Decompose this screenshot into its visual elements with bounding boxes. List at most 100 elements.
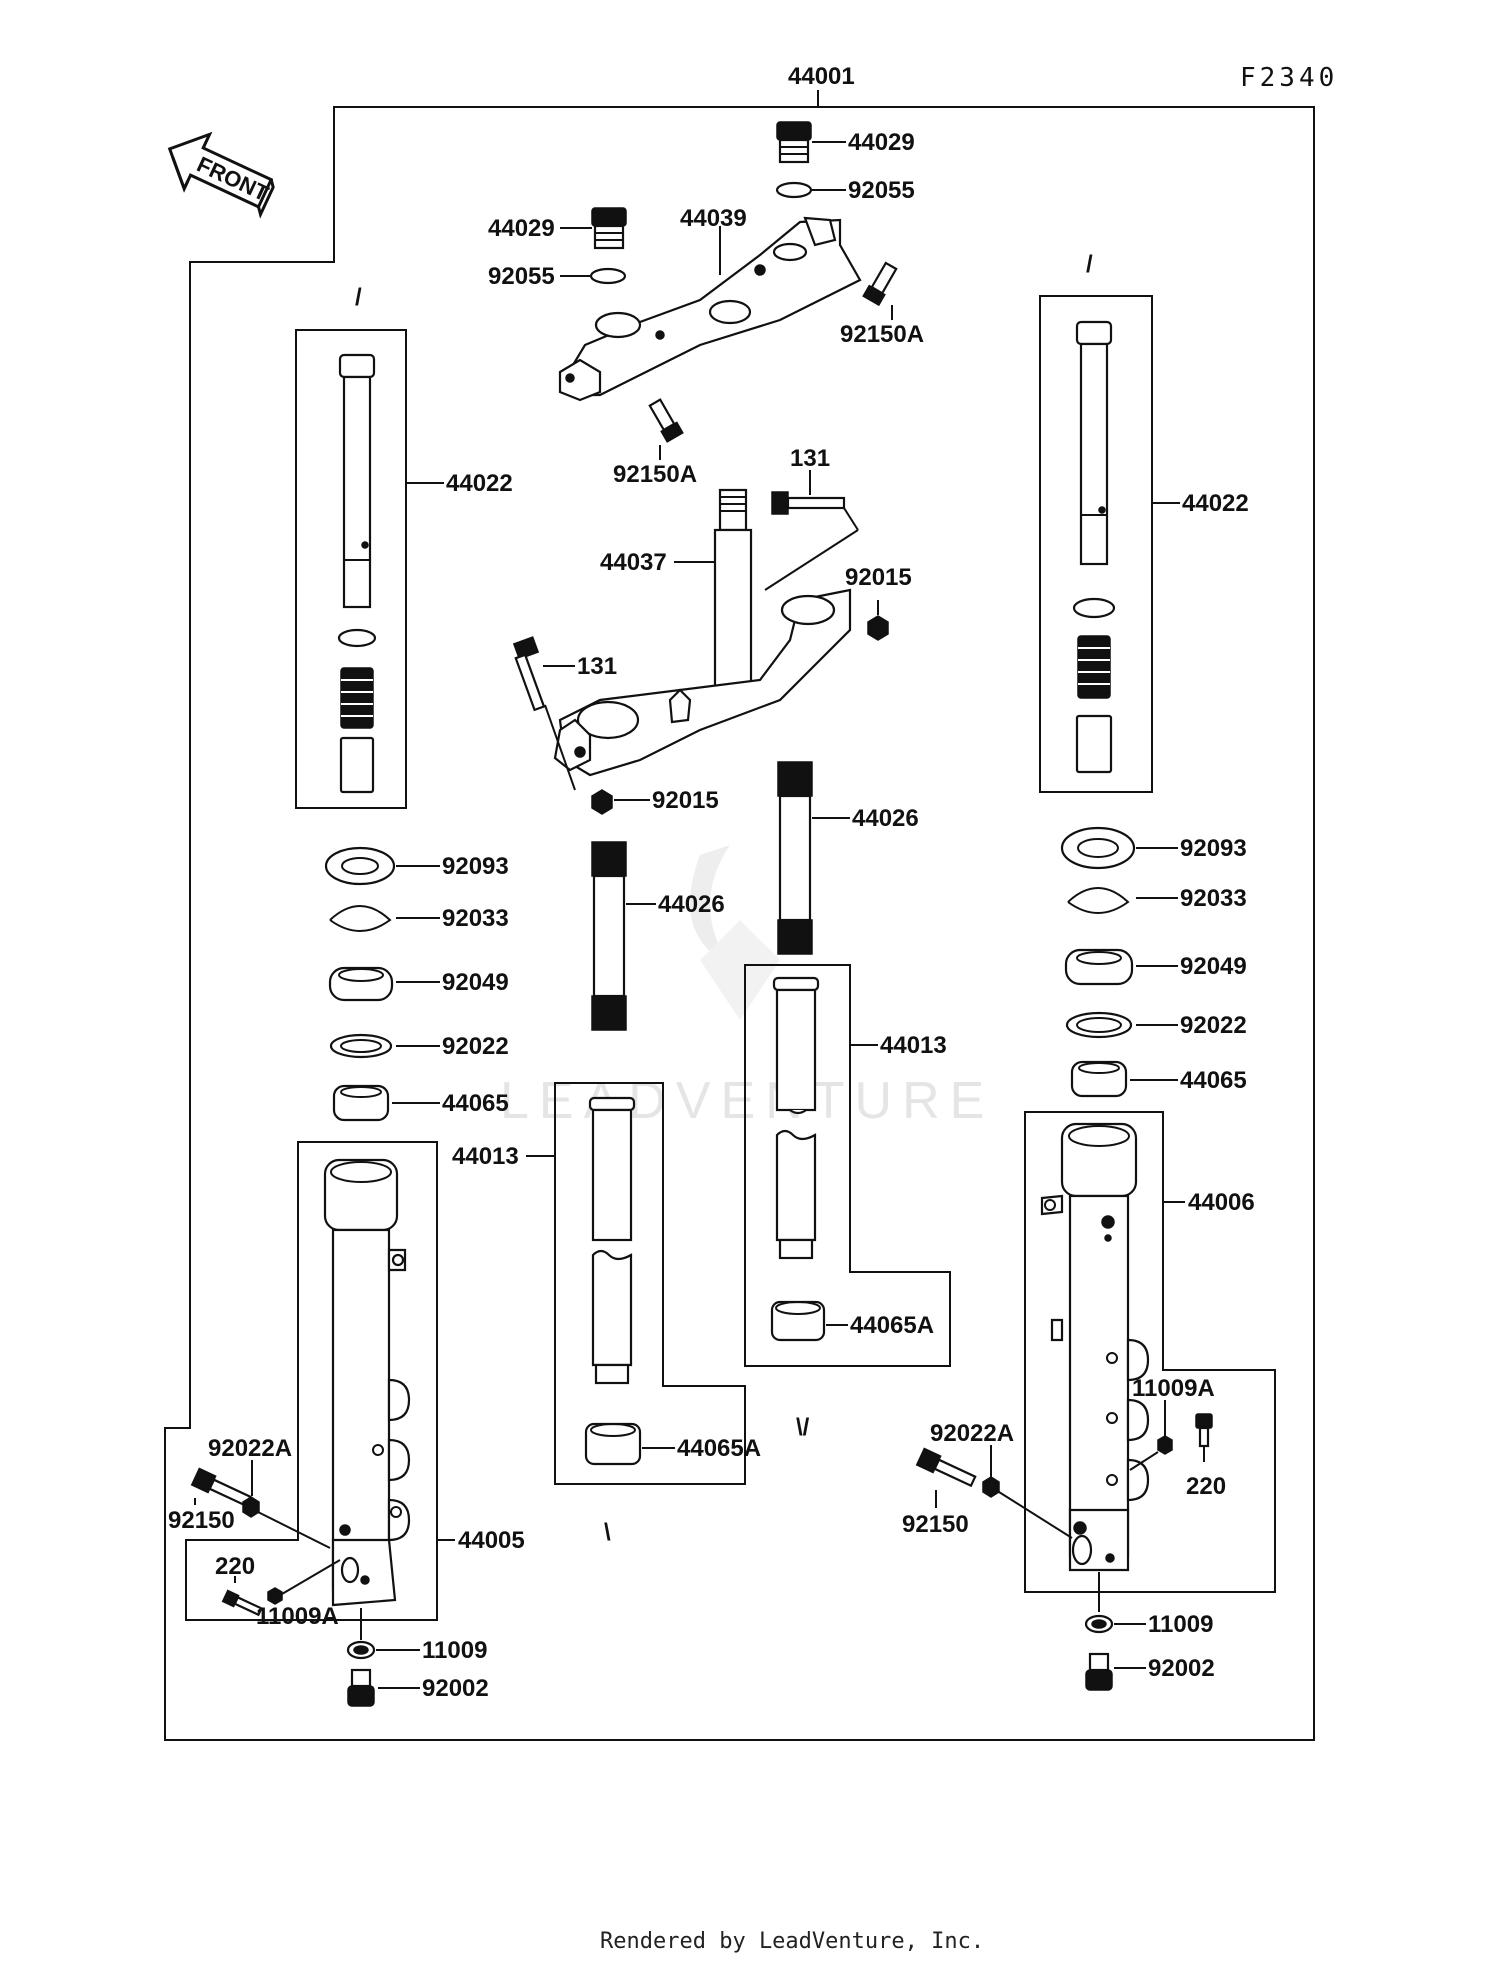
front-label: FRONT (193, 152, 273, 207)
label-92022-left: 92022 (442, 1033, 509, 1060)
label-44005: 44005 (458, 1527, 525, 1554)
label-92002-left: 92002 (422, 1675, 489, 1702)
label-44013-left: 44013 (452, 1143, 519, 1170)
label-44065-left: 44065 (442, 1090, 509, 1117)
fork-tube-right-icon (1072, 320, 1116, 774)
clamp-bolt-icon (512, 636, 576, 791)
label-11009A-left: 11009A (256, 1603, 339, 1630)
gasket-right-bottom-icon (1157, 1435, 1173, 1455)
watermark-logo (690, 845, 780, 1020)
mark-center-2: \ (604, 1519, 611, 1546)
drain-bolt-left-icon (347, 1668, 375, 1707)
label-11009-left: 11009 (422, 1637, 487, 1664)
box-right-outer (1024, 1111, 1276, 1593)
label-92022A-left: 92022A (208, 1435, 292, 1462)
box-right-tube (1039, 295, 1153, 793)
bolt-upper-right-icon (862, 261, 898, 307)
lower-bracket-icon (553, 588, 852, 777)
circlip-left-icon (329, 905, 392, 932)
label-92093-right: 92093 (1180, 835, 1247, 862)
mark-right-tube: / (1086, 251, 1093, 278)
bolt-right-bottom-icon (915, 1447, 977, 1488)
label-44026-left: 44026 (658, 891, 725, 918)
label-92022A-right: 92022A (930, 1420, 1014, 1447)
washer-left-bottom-icon (242, 1496, 260, 1518)
label-44006: 44006 (1188, 1189, 1255, 1216)
ring-right-icon (1065, 1011, 1133, 1039)
label-44022-right: 44022 (1182, 490, 1249, 517)
label-44065A-center: 44065A (850, 1312, 934, 1339)
piece-left-icon (584, 1422, 642, 1466)
steering-stem-icon (713, 488, 753, 692)
cylinder-left-icon (588, 1096, 636, 1385)
box-left-cylinder (554, 1082, 746, 1485)
mark-left-tube: / (355, 284, 362, 311)
assembly-boundary (164, 106, 1315, 1741)
stem-bolt-icon (764, 491, 859, 591)
mark-center-1: \/ (796, 1414, 810, 1441)
bolt-upper-left-icon (648, 398, 684, 443)
label-44001: 44001 (788, 63, 855, 90)
label-92150A-upper-right: 92150A (840, 321, 924, 348)
diagram-code: F2340 (1240, 63, 1338, 93)
outer-tube-right-icon (1040, 1122, 1150, 1572)
box-left-tube (295, 329, 407, 809)
box-center-cylinder (744, 964, 951, 1367)
front-arrow-icon: FRONT (167, 131, 275, 219)
piece-center-icon (770, 1300, 826, 1342)
label-92150-left: 92150 (168, 1507, 235, 1534)
fork-tube-left-icon (337, 353, 377, 794)
oil-seal-left-icon (324, 846, 396, 886)
label-92015-right: 92015 (845, 564, 912, 591)
label-92002-right: 92002 (1148, 1655, 1215, 1682)
label-131-lower: 131 (577, 653, 617, 680)
label-44029-top: 44029 (848, 129, 915, 156)
oring-top-icon (775, 181, 813, 199)
watermark: LEADVENTURE (500, 1072, 994, 1130)
label-92049-left: 92049 (442, 969, 509, 996)
spring-center-icon (777, 761, 813, 955)
cap-left-icon (591, 207, 627, 250)
spring-left-icon (591, 841, 627, 1031)
nut-right-icon (867, 615, 889, 641)
label-11009-right: 11009 (1148, 1611, 1213, 1638)
label-92022-right: 92022 (1180, 1012, 1247, 1039)
cap-top-icon (776, 121, 812, 164)
nut-left-icon (591, 789, 613, 815)
washer-right-icon (1064, 948, 1134, 986)
label-92015-left: 92015 (652, 787, 719, 814)
label-92055-top: 92055 (848, 177, 915, 204)
label-92033-left: 92033 (442, 905, 509, 932)
bolt-left-bottom-icon (190, 1467, 252, 1508)
footer-credit: Rendered by LeadVenture, Inc. (600, 1929, 984, 1954)
label-11009A-right: 11009A (1132, 1375, 1215, 1402)
label-92150-right: 92150 (902, 1511, 969, 1538)
ring-left-icon (329, 1033, 393, 1059)
label-44065-right: 44065 (1180, 1067, 1247, 1094)
label-44026-center: 44026 (852, 805, 919, 832)
washer-right-bottom-icon (982, 1476, 1000, 1498)
drain-bolt-right-icon (1085, 1652, 1113, 1691)
label-44029-left: 44029 (488, 215, 555, 242)
gasket-left-bottom-icon (267, 1587, 283, 1605)
label-92093-left: 92093 (442, 853, 509, 880)
oil-seal-right-icon (1060, 826, 1136, 870)
label-92033-right: 92033 (1180, 885, 1247, 912)
label-92150A-upper-left: 92150A (613, 461, 697, 488)
oring-left-icon (589, 267, 627, 285)
label-44065A-left: 44065A (677, 1435, 761, 1462)
box-left-outer (185, 1141, 438, 1621)
label-220-left: 220 (215, 1553, 255, 1580)
screw-right-bottom-icon (1195, 1413, 1213, 1448)
label-92049-right: 92049 (1180, 953, 1247, 980)
circlip-right-icon (1067, 887, 1130, 914)
label-131-upper: 131 (790, 445, 830, 472)
label-44022-left: 44022 (446, 470, 513, 497)
label-220-right: 220 (1186, 1473, 1226, 1500)
label-44039: 44039 (680, 205, 747, 232)
screw-left-bottom-icon (221, 1589, 263, 1617)
label-44013-center: 44013 (880, 1032, 947, 1059)
cylinder-center-icon (772, 976, 820, 1260)
upper-bracket-icon (558, 216, 862, 402)
